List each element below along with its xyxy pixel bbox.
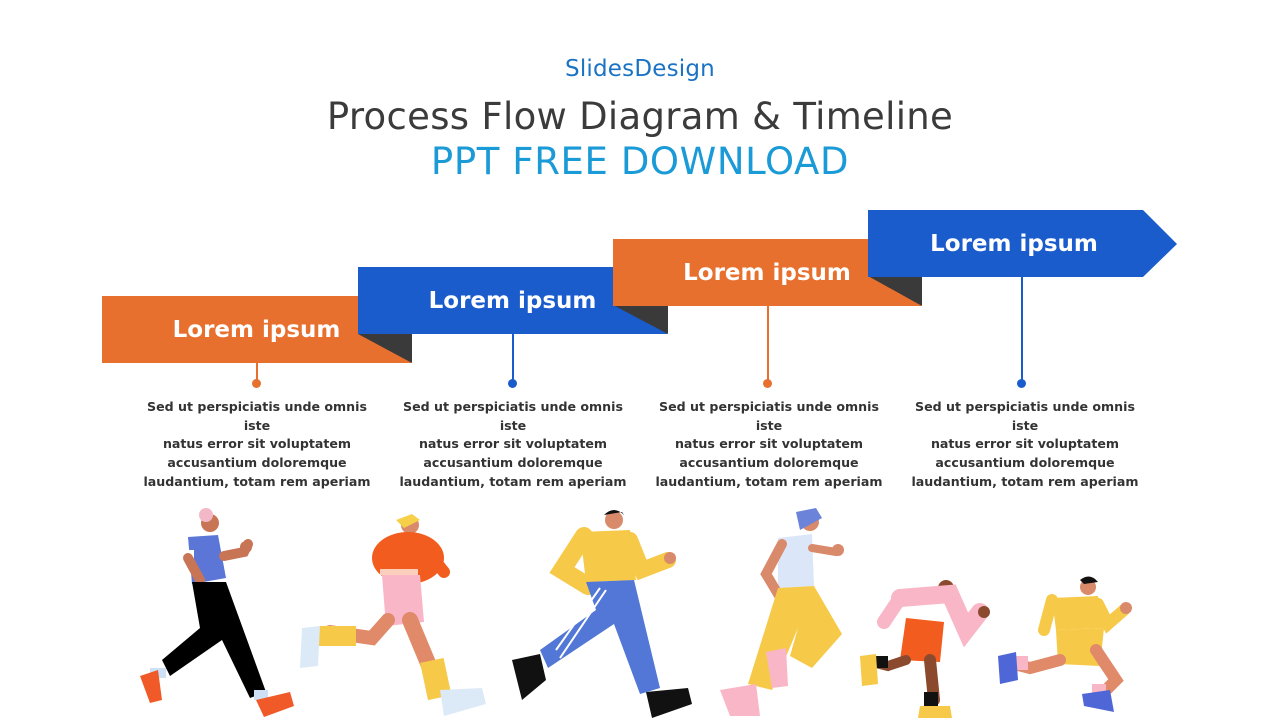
desc-line: natus error sit voluptatem — [674, 436, 864, 452]
step-3-fold — [868, 276, 922, 306]
step-1-connector — [256, 363, 258, 383]
page-title: Process Flow Diagram & Timeline — [326, 95, 954, 138]
step-1-label: Lorem ipsum — [172, 316, 341, 343]
step-2-dot — [508, 379, 517, 388]
step-3-banner: Lorem ipsum — [613, 239, 921, 306]
desc-line: laudantium, totam rem aperiam — [911, 473, 1139, 489]
step-2-connector — [512, 334, 514, 382]
runner-5-icon — [860, 580, 990, 718]
step-4-banner-arrow — [868, 210, 1177, 277]
step-1-dot — [252, 379, 261, 388]
desc-line: Sed ut perspiciatis unde omnis iste — [403, 399, 623, 433]
runner-1-icon — [140, 508, 294, 717]
step-2-fold — [613, 305, 668, 334]
step-4-dot — [1017, 379, 1026, 388]
step-3-connector — [767, 306, 769, 382]
runner-3-icon — [512, 510, 692, 718]
desc-line: natus error sit voluptatem — [418, 436, 608, 452]
desc-line: accusantium doloremque — [679, 455, 859, 471]
step-1-description: Sed ut perspiciatis unde omnis iste natu… — [137, 398, 377, 492]
desc-line: laudantium, totam rem aperiam — [399, 473, 627, 489]
step-2-label: Lorem ipsum — [428, 287, 597, 314]
step-3-label: Lorem ipsum — [683, 259, 851, 286]
runners-illustration — [140, 508, 1132, 718]
desc-line: accusantium doloremque — [423, 455, 603, 471]
page-subtitle: PPT FREE DOWNLOAD — [430, 140, 850, 183]
desc-line: accusantium doloremque — [935, 455, 1115, 471]
desc-line: Sed ut perspiciatis unde omnis iste — [147, 399, 367, 433]
step-3-description: Sed ut perspiciatis unde omnis iste natu… — [649, 398, 889, 492]
desc-line: natus error sit voluptatem — [930, 436, 1120, 452]
runner-6-icon — [998, 576, 1132, 712]
step-4-banner: Lorem ipsum — [868, 210, 1160, 277]
desc-line: Sed ut perspiciatis unde omnis iste — [915, 399, 1135, 433]
desc-line: accusantium doloremque — [167, 455, 347, 471]
desc-line: natus error sit voluptatem — [162, 436, 352, 452]
desc-line: Sed ut perspiciatis unde omnis iste — [659, 399, 879, 433]
brand-name: SlidesDesign — [565, 56, 715, 82]
desc-line: laudantium, totam rem aperiam — [143, 473, 371, 489]
runner-4-icon — [720, 508, 844, 716]
step-3-dot — [763, 379, 772, 388]
step-1-fold — [358, 334, 412, 363]
step-2-description: Sed ut perspiciatis unde omnis iste natu… — [393, 398, 633, 492]
desc-line: laudantium, totam rem aperiam — [655, 473, 883, 489]
runner-2-icon — [300, 514, 486, 716]
step-4-description: Sed ut perspiciatis unde omnis iste natu… — [905, 398, 1145, 492]
step-4-connector — [1021, 277, 1023, 382]
step-4-label: Lorem ipsum — [930, 230, 1098, 257]
